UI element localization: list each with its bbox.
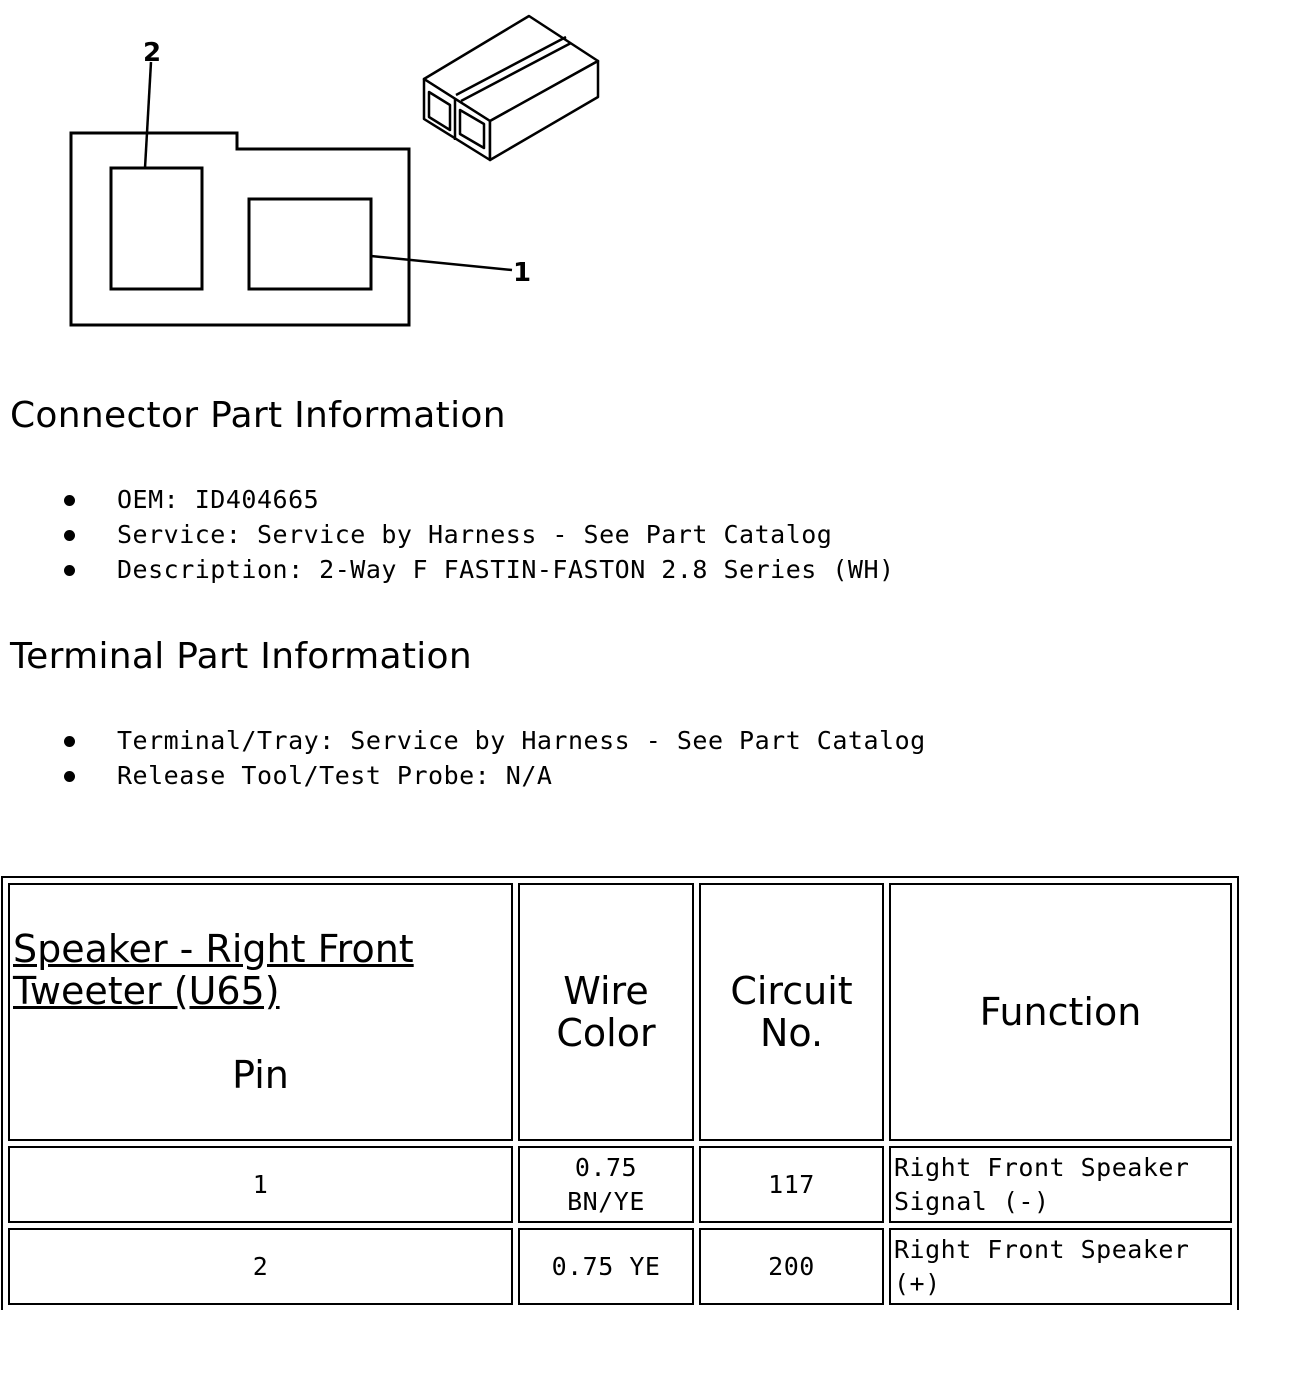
terminal-part-info-heading: Terminal Part Information <box>10 636 472 677</box>
connector-housing-3d <box>422 14 600 162</box>
bullet-icon <box>64 565 75 576</box>
table-row: 2 0.75 YE 200 Right Front Speaker (+) <box>8 1228 1232 1305</box>
callout-2: 2 <box>143 38 161 68</box>
leader-line-2 <box>143 61 153 169</box>
list-item: Release Tool/Test Probe: N/A <box>64 758 926 793</box>
wire-color-header: Wire Color <box>518 883 694 1141</box>
pin-cell: 1 <box>8 1146 513 1223</box>
list-item: Service: Service by Harness - See Part C… <box>64 517 895 552</box>
circuit-no-header: Circuit No. <box>699 883 884 1141</box>
table-header-row: Speaker - Right Front Tweeter (U65) Pin … <box>8 883 1232 1141</box>
list-item: Terminal/Tray: Service by Harness - See … <box>64 723 926 758</box>
bullet-icon <box>64 736 75 747</box>
bullet-icon <box>64 771 75 782</box>
pin-label: Pin <box>232 1053 289 1097</box>
terminal-info-list: Terminal/Tray: Service by Harness - See … <box>64 723 926 793</box>
callout-1: 1 <box>513 258 531 288</box>
wire-color-cell: 0.75 BN/YE <box>518 1146 694 1223</box>
pinout-table: Speaker - Right Front Tweeter (U65) Pin … <box>1 876 1239 1310</box>
cavity-2 <box>109 166 204 291</box>
circuit-cell: 117 <box>699 1146 884 1223</box>
function-header: Function <box>889 883 1232 1141</box>
function-cell: Right Front Speaker Signal (-) <box>889 1146 1232 1223</box>
connector-part-info-heading: Connector Part Information <box>10 395 506 436</box>
list-item: Description: 2-Way F FASTIN-FASTON 2.8 S… <box>64 552 895 587</box>
pin-column-header: Speaker - Right Front Tweeter (U65) Pin <box>8 883 513 1141</box>
connector-diagram: 2 1 <box>69 14 600 327</box>
table-title: Speaker - Right Front Tweeter (U65) <box>13 927 414 1013</box>
table-row: 1 0.75 BN/YE 117 Right Front Speaker Sig… <box>8 1146 1232 1223</box>
function-cell: Right Front Speaker (+) <box>889 1228 1232 1305</box>
cavity-1 <box>247 197 373 291</box>
connector-face-outline <box>69 131 411 327</box>
leader-line-1 <box>370 254 513 272</box>
bullet-icon <box>64 495 75 506</box>
list-item: OEM: ID404665 <box>64 482 895 517</box>
pin-cell: 2 <box>8 1228 513 1305</box>
bullet-icon <box>64 530 75 541</box>
wire-color-cell: 0.75 YE <box>518 1228 694 1305</box>
circuit-cell: 200 <box>699 1228 884 1305</box>
connector-info-list: OEM: ID404665 Service: Service by Harnes… <box>64 482 895 587</box>
